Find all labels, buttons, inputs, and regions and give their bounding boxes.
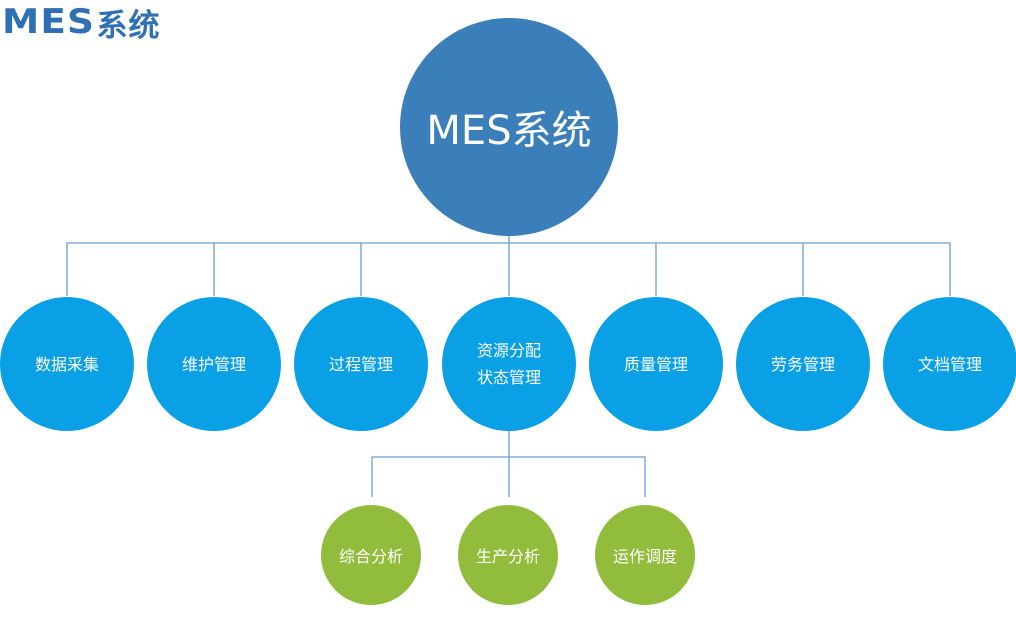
logo-text-cjk: 系统	[96, 7, 161, 44]
connector-root-to-modules	[66, 236, 951, 296]
submodule-node-comprehensive-analysis: 综合分析	[321, 505, 421, 605]
module-node-label-line1: 资源分配	[476, 341, 541, 360]
submodule-node-label: 综合分析	[338, 547, 403, 566]
root-node-mes-system: MES系统	[400, 18, 618, 236]
module-node-resource-status: 资源分配 状态管理	[442, 297, 576, 431]
submodule-node-label: 生产分析	[475, 547, 540, 566]
submodule-node-operation-scheduling: 运作调度	[595, 505, 695, 605]
module-node-label: 数据采集	[34, 354, 99, 374]
connector-resource-to-submodules	[371, 431, 646, 497]
module-node-documents: 文档管理	[883, 297, 1016, 431]
logo-text-latin: MES	[2, 2, 96, 42]
module-node-label: 过程管理	[328, 354, 393, 374]
module-node-process: 过程管理	[294, 297, 428, 431]
module-node-maintenance: 维护管理	[147, 297, 281, 431]
module-node-quality: 质量管理	[589, 297, 723, 431]
module-node-labor: 劳务管理	[736, 297, 870, 431]
module-node-data-collection: 数据采集	[0, 297, 134, 431]
module-node-label: 劳务管理	[770, 354, 835, 374]
module-node-label-line2: 状态管理	[476, 368, 541, 387]
module-node-label: 质量管理	[623, 354, 688, 374]
submodule-node-production-analysis: 生产分析	[458, 505, 558, 605]
module-node-label: 维护管理	[181, 354, 246, 374]
module-node-label: 文档管理	[917, 354, 982, 374]
submodule-node-label: 运作调度	[612, 547, 677, 566]
root-node-label: MES系统	[426, 108, 592, 154]
logo: MES 系统	[2, 0, 161, 44]
